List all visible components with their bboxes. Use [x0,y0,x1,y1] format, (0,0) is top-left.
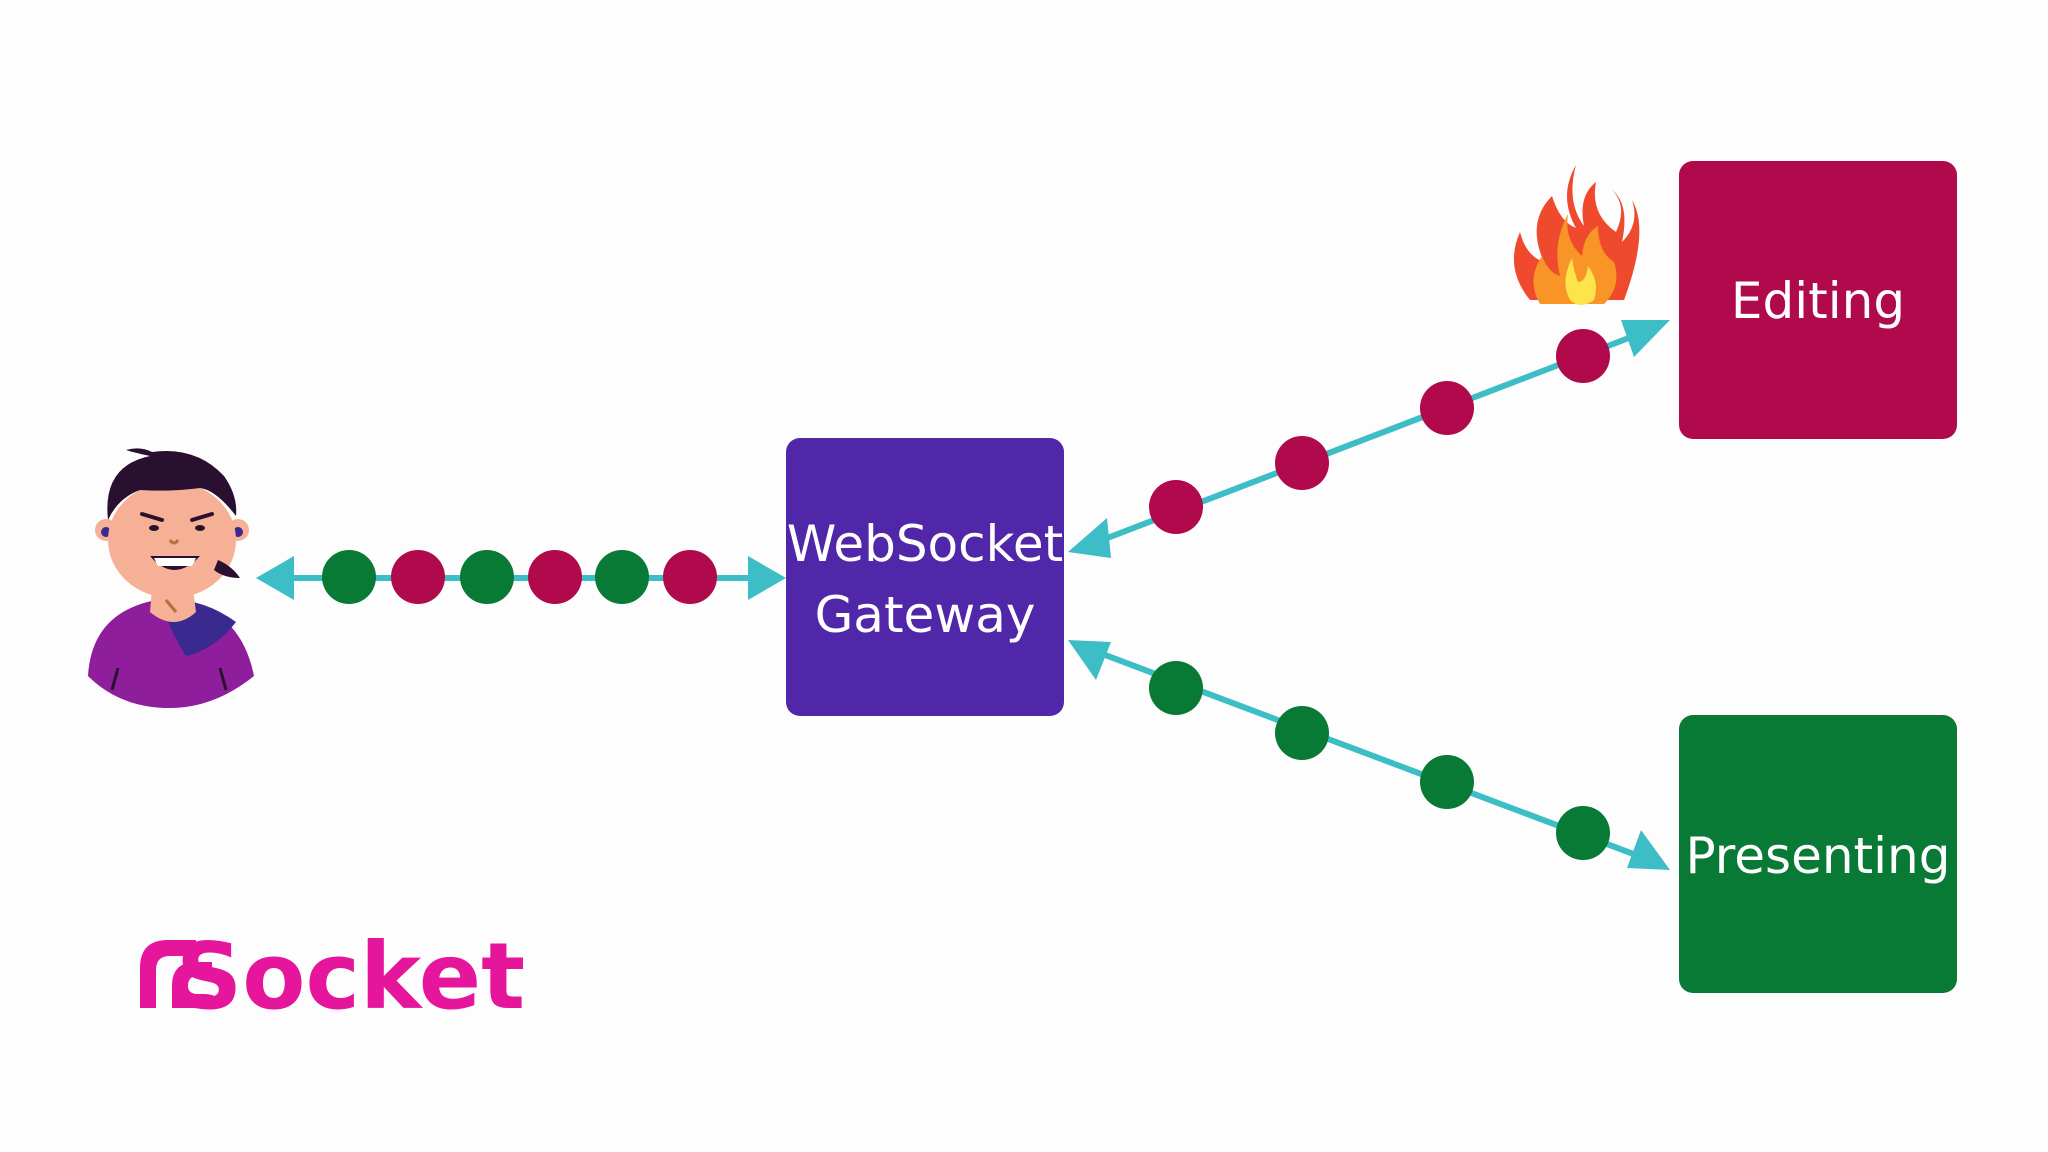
gateway-label-line2: Gateway [815,586,1036,644]
message-dot-green [322,550,376,604]
messages-user-gateway [322,550,717,604]
message-dot-green [1275,706,1329,760]
message-dot-green [1556,806,1610,860]
arrowhead-left [256,556,294,600]
editing-label: Editing [1731,272,1905,330]
message-dot-green [595,550,649,604]
editing-node: Editing [1679,161,1957,439]
message-dot-red [528,550,582,604]
message-dot-red [1556,329,1610,383]
websocket-gateway-node: WebSocket Gateway [786,438,1064,716]
message-dot-red [391,550,445,604]
brand-logo: Socket [140,923,525,1030]
message-dot-green [460,550,514,604]
message-dot-red [663,550,717,604]
message-dot-red [1420,381,1474,435]
messages-gateway-presenting [1149,661,1610,860]
message-dot-red [1275,436,1329,490]
gateway-label-line1: WebSocket [787,515,1063,573]
presenting-label: Presenting [1686,827,1951,885]
arrowhead-gateway-presenting-start [1068,640,1111,680]
message-dot-green [1420,755,1474,809]
logo-mark [140,940,222,1010]
logo-text: Socket [176,923,525,1030]
arrowhead-right [748,556,786,600]
message-dot-green [1149,661,1203,715]
arrowhead-gateway-editing-start [1068,518,1111,558]
presenting-node: Presenting [1679,715,1957,993]
messages-gateway-editing [1149,329,1610,534]
user-avatar-icon [88,448,254,708]
arrowhead-gateway-presenting-end [1627,830,1670,870]
fire-icon [1513,165,1640,305]
message-dot-red [1149,480,1203,534]
arrowhead-gateway-editing-end [1621,320,1670,357]
